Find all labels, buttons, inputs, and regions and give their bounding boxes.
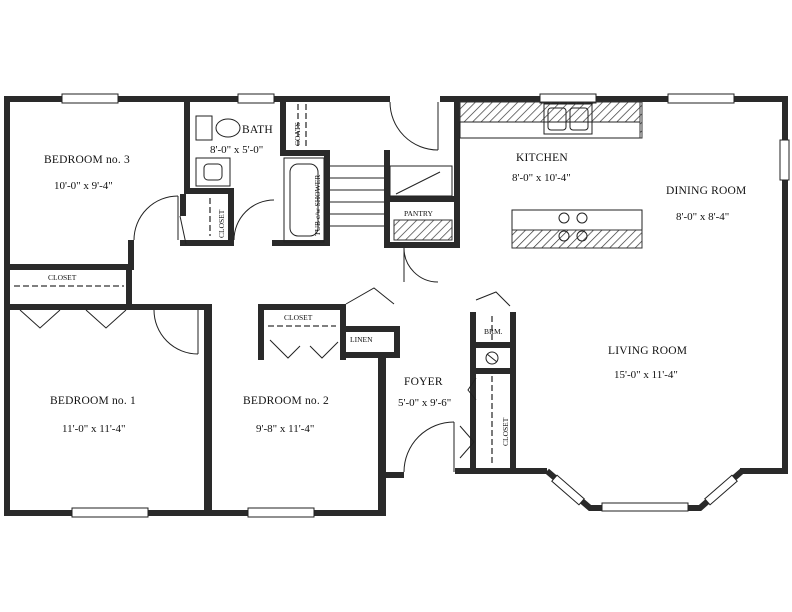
bedroom3-name: BEDROOM no. 3 — [44, 154, 130, 166]
room-labels: BEDROOM no. 3 10'-0" x 9'-4" BATH 8'-0" … — [44, 124, 746, 435]
bedroom3-dim: 10'-0" x 9'-4" — [54, 180, 113, 192]
kitchen-counters — [393, 101, 643, 249]
bedroom1-dim: 11'-0" x 11'-4" — [62, 423, 125, 435]
bedroom1-name: BEDROOM no. 1 — [50, 395, 136, 407]
foyer-dim: 5'-0" x 9'-6" — [398, 397, 451, 409]
closet-label-bedroom3: CLOSET — [48, 273, 77, 282]
doors — [19, 101, 511, 473]
bath-dim: 8'-0" x 5'-0" — [210, 144, 263, 156]
stairs — [330, 165, 453, 227]
bath-name: BATH — [242, 124, 273, 136]
closet-label-foyer: CLOSET — [501, 417, 510, 446]
bay-window — [545, 468, 744, 512]
kitchen-dim: 8'-0" x 10'-4" — [512, 172, 571, 184]
closet-label-bath: CLOSET — [217, 209, 226, 238]
living-dim: 15'-0" x 11'-4" — [614, 369, 678, 381]
tub-label: TUB c/w SHOWER — [313, 175, 322, 236]
broom-closet-label: BRM. — [484, 327, 503, 336]
dining-name: DINING ROOM — [666, 185, 746, 197]
living-name: LIVING ROOM — [608, 345, 687, 357]
bath-fixtures — [195, 115, 325, 243]
closet-shelves — [14, 104, 493, 466]
pantry-label: PANTRY — [404, 209, 433, 218]
dining-dim: 8'-0" x 8'-4" — [676, 211, 729, 223]
windows — [61, 93, 790, 518]
linen-label: LINEN — [350, 335, 373, 344]
kitchen-name: KITCHEN — [516, 152, 568, 164]
closet-label-bedroom2: CLOSET — [284, 313, 313, 322]
foyer-name: FOYER — [404, 376, 443, 388]
coats-label: COATS — [293, 122, 302, 146]
interior-walls — [10, 102, 516, 510]
small-labels: CLOSET CLOSET LINEN PANTRY BRM. CLOSET C… — [48, 122, 510, 446]
bedroom2-dim: 9'-8" x 11'-4" — [256, 423, 314, 435]
broom-closet-fixture — [485, 351, 499, 365]
bedroom2-name: BEDROOM no. 2 — [243, 395, 329, 407]
